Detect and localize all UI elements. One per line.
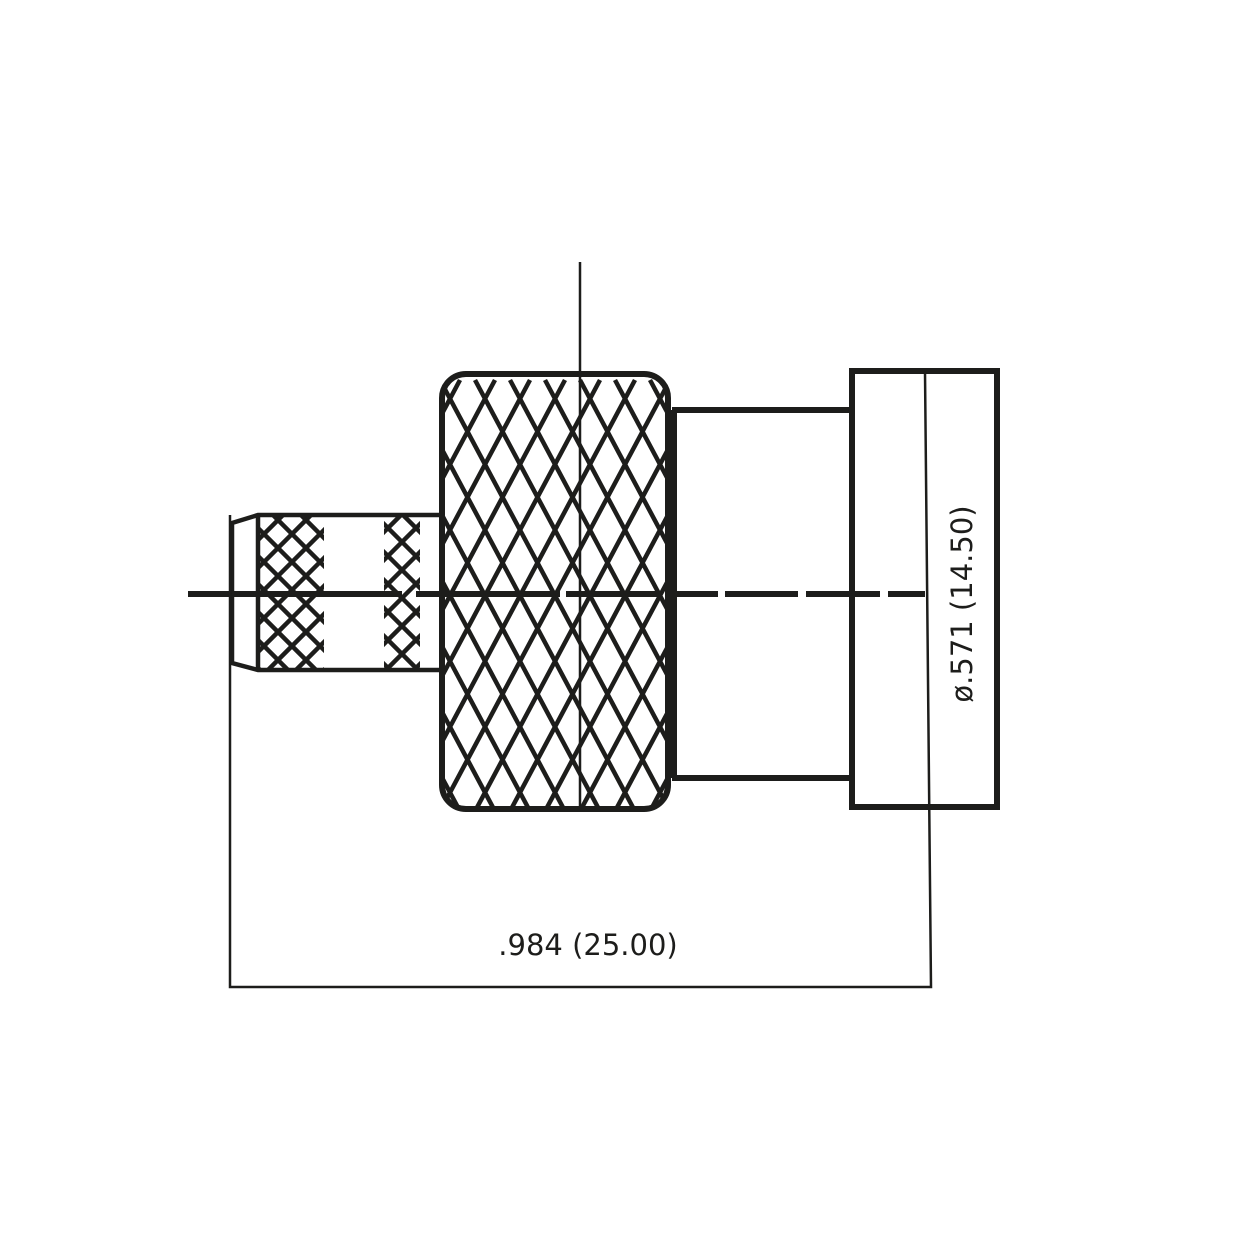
knurl-pattern-icon — [258, 515, 324, 668]
flange — [849, 368, 1000, 810]
dimension-diameter-label: ø.571 (14.50) — [945, 505, 979, 702]
dimension-overall-length: .984 (25.00) — [228, 371, 933, 989]
dimension-length-label: .984 (25.00) — [498, 928, 677, 962]
coupling-nut — [439, 371, 671, 812]
knurl-pattern-icon — [384, 515, 420, 668]
body-collar — [671, 407, 852, 781]
crimp-sleeve — [229, 512, 441, 673]
